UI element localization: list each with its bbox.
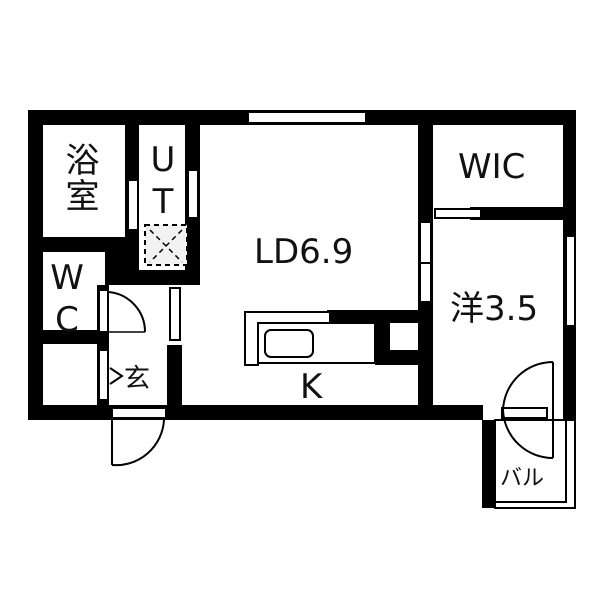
window-bath: [127, 179, 139, 231]
kitchen-sink: [264, 329, 314, 358]
window-western: [565, 235, 576, 327]
room-label-western-room: 洋3.5: [450, 289, 539, 329]
window-ld: [247, 111, 367, 124]
room-label-toilet: WC: [47, 258, 87, 342]
room-label-wic: WIC: [458, 147, 526, 187]
outer-wall-left: [28, 110, 43, 420]
room-label-entrance: 玄: [124, 364, 151, 394]
balcony-door: [501, 360, 554, 460]
room-label-kitchen: K: [300, 367, 323, 407]
balcony: [494, 419, 576, 509]
room-label-utility: UT: [143, 140, 183, 224]
entrance-door: [111, 419, 165, 467]
room-label-living-dining: LD6.9: [254, 232, 354, 272]
room-label-balcony: バル: [500, 466, 545, 491]
room-label-bath: 浴室: [59, 142, 99, 214]
window-ut: [187, 169, 199, 219]
door-wic: [434, 208, 482, 219]
outer-wall-bottom: [28, 405, 483, 420]
